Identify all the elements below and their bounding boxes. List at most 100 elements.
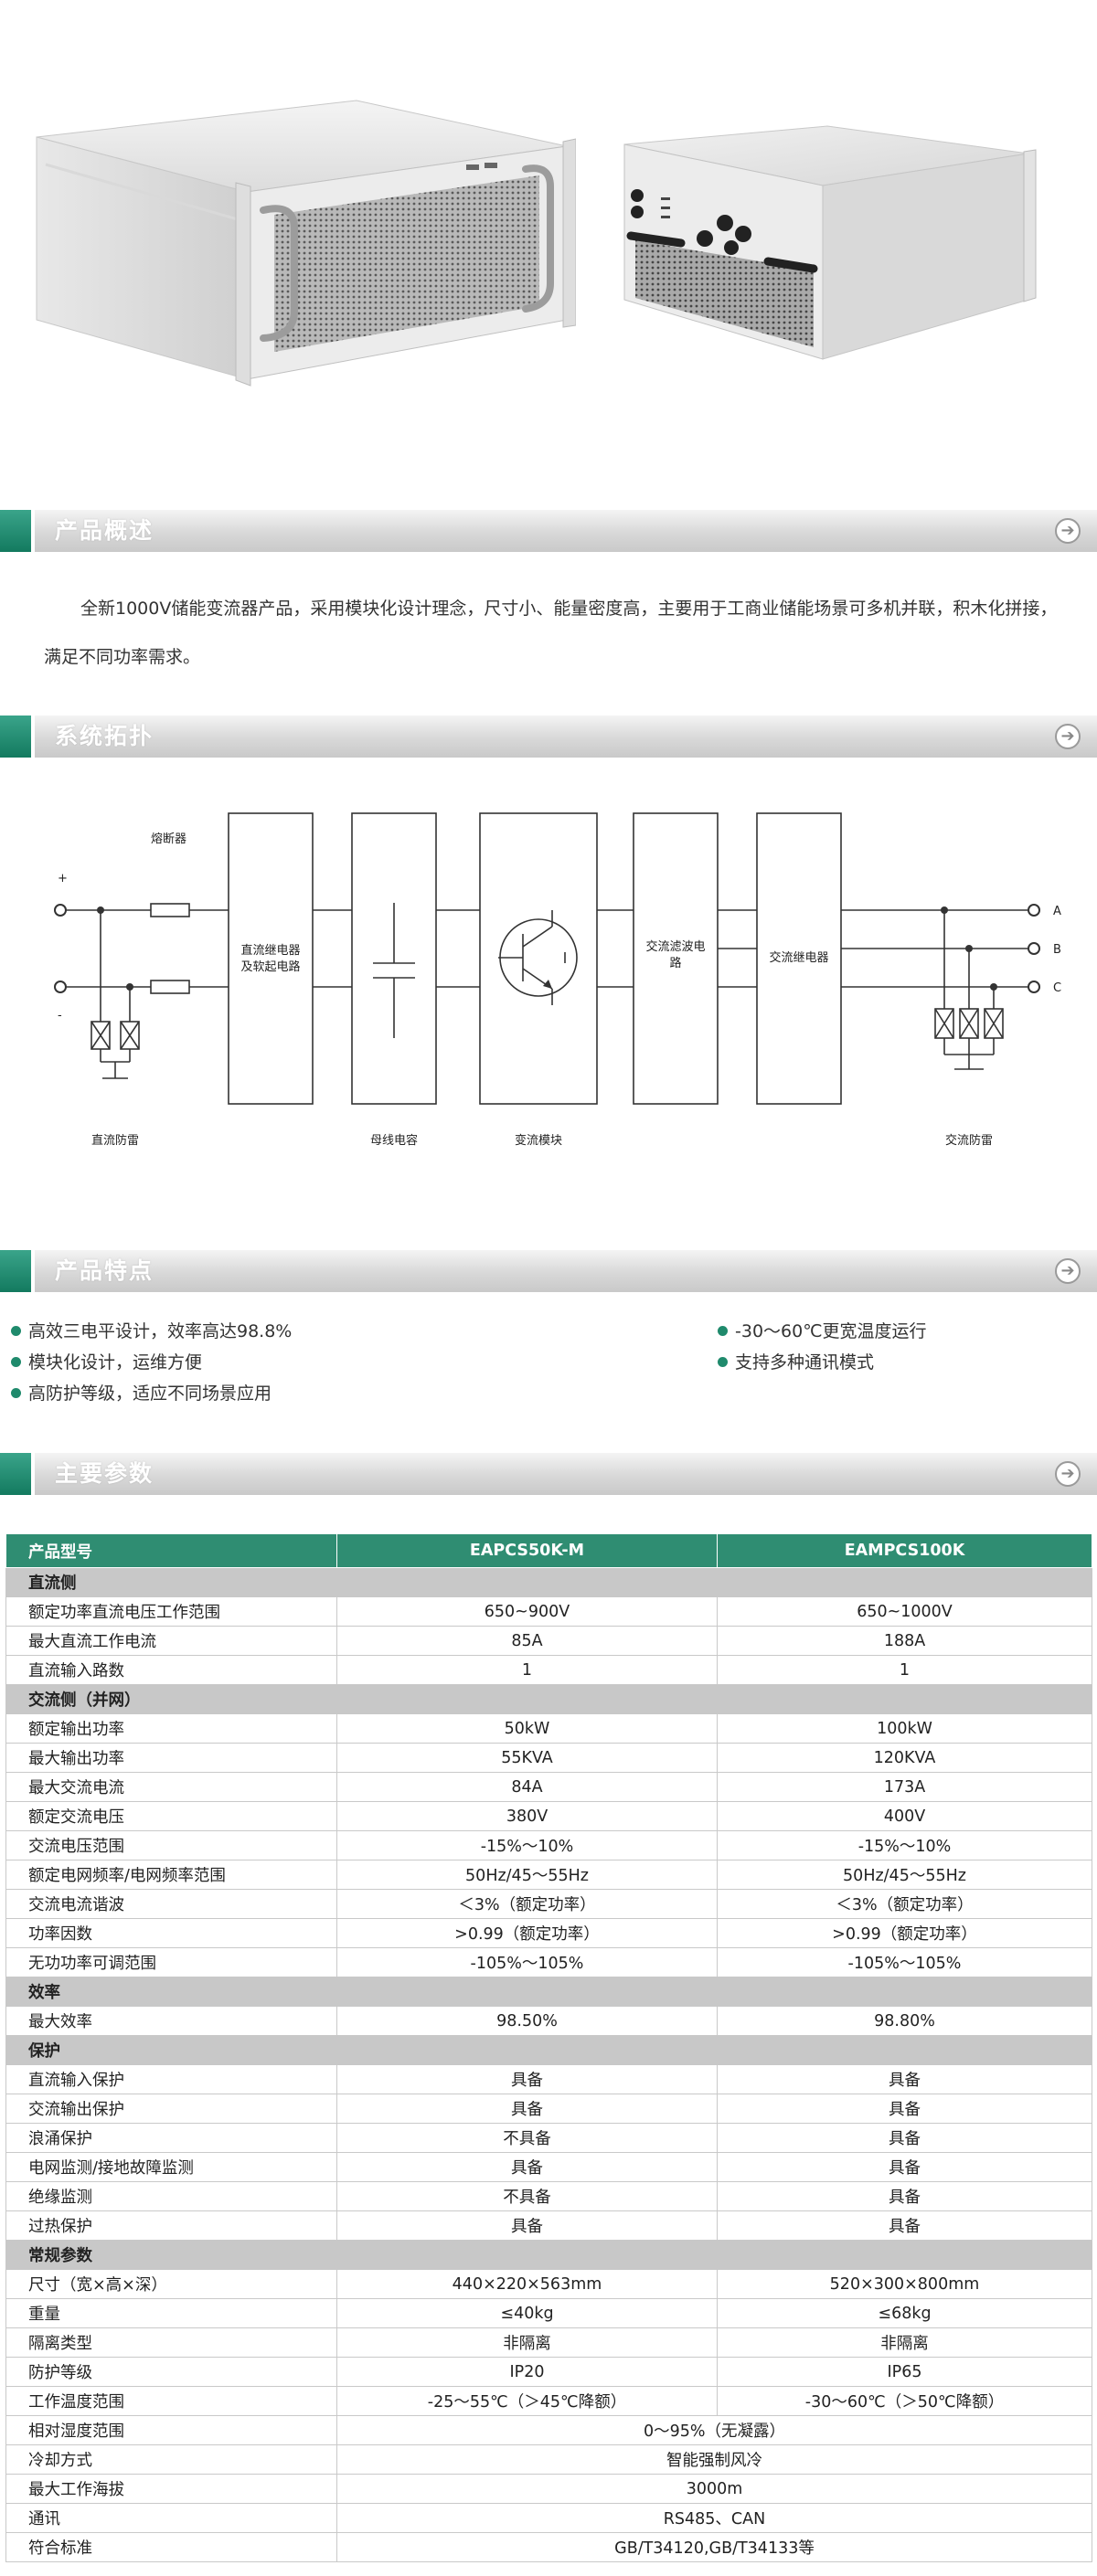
param-name: 最大工作海拔 <box>5 2474 337 2504</box>
arrow-right-icon: ➔ <box>1055 1258 1081 1284</box>
param-value-b: -105%～105% <box>717 1947 1092 1977</box>
param-name: 过热保护 <box>5 2210 337 2241</box>
param-name: 符合标准 <box>5 2532 337 2562</box>
bullet-icon <box>11 1357 21 1367</box>
table-row: 直流输入保护具备具备 <box>5 2064 1092 2094</box>
label-converter: 变流模块 <box>515 1133 562 1148</box>
bullet-icon <box>718 1357 728 1367</box>
param-value-a: 440×220×563mm <box>336 2269 718 2299</box>
table-row: 重量≤40kg≤68kg <box>5 2298 1092 2328</box>
param-name: 通讯 <box>5 2503 337 2533</box>
table-row: 电网监测/接地故障监测具备具备 <box>5 2152 1092 2182</box>
param-value-b: 非隔离 <box>717 2327 1092 2358</box>
section-accent-tab <box>0 1250 31 1292</box>
section-header-params: 主要参数 ➔ <box>0 1453 1097 1495</box>
feature-text: -30～60℃更宽温度运行 <box>735 1321 927 1341</box>
param-value-b: 188A <box>717 1626 1092 1656</box>
section-title: 产品特点 <box>55 1257 154 1284</box>
group-label: 交流侧（并网） <box>5 1684 1092 1714</box>
table-group-row: 交流侧（并网） <box>5 1684 1092 1714</box>
param-name: 最大交流电流 <box>5 1772 337 1802</box>
section-bar <box>35 1453 1097 1495</box>
param-value-a: >0.99（额定功率） <box>336 1918 718 1948</box>
param-value-b: 650~1000V <box>717 1596 1092 1627</box>
label-dc-relay-2: 及软起电路 <box>240 959 300 974</box>
label-ac-relay: 交流继电器 <box>769 950 828 965</box>
param-value-b: -30～60℃（＞50℃降额） <box>717 2386 1092 2416</box>
table-row: 交流电压范围-15%～10%-15%～10% <box>5 1830 1092 1860</box>
table-row: 绝缘监测不具备具备 <box>5 2181 1092 2211</box>
param-value-b: >0.99（额定功率） <box>717 1918 1092 1948</box>
param-name: 额定功率直流电压工作范围 <box>5 1596 337 1627</box>
section-title: 主要参数 <box>55 1460 154 1487</box>
param-value-a: 50kW <box>336 1713 718 1744</box>
param-value-shared: 智能强制风冷 <box>336 2444 1092 2475</box>
feature-item: 高效三电平设计，效率高达98.8% <box>11 1320 292 1342</box>
param-value-shared: 3000m <box>336 2474 1092 2504</box>
label-fuse: 熔断器 <box>151 832 186 846</box>
param-value-a: 55KVA <box>336 1743 718 1773</box>
group-label: 直流侧 <box>5 1567 1092 1597</box>
system-topology-diagram: + - 熔断器 直流继电器 及软起电路 交流滤波电 路 交流继电器 直流防雷 母… <box>54 812 1061 1148</box>
param-name: 无功功率可调范围 <box>5 1947 337 1977</box>
feature-item: 模块化设计，运维方便 <box>11 1352 202 1373</box>
label-bus-capacitor: 母线电容 <box>370 1133 418 1148</box>
param-value-a: 具备 <box>336 2064 718 2094</box>
header-cell-model: 产品型号 <box>5 1533 337 1568</box>
param-value-b: -15%～10% <box>717 1830 1092 1860</box>
table-header-row: 产品型号 EAPCS50K-M EAMPCS100K <box>5 1533 1092 1568</box>
feature-item: 支持多种通讯模式 <box>718 1352 874 1373</box>
param-value-b: 98.80% <box>717 2006 1092 2036</box>
param-value-b: 具备 <box>717 2181 1092 2211</box>
param-value-a: 具备 <box>336 2152 718 2182</box>
bullet-icon <box>718 1326 728 1336</box>
label-dc-lightning: 直流防雷 <box>91 1133 139 1148</box>
group-label: 效率 <box>5 1977 1092 2007</box>
param-name: 功率因数 <box>5 1918 337 1948</box>
section-bar <box>35 510 1097 552</box>
param-value-a: 具备 <box>336 2210 718 2241</box>
param-value-a: 650~900V <box>336 1596 718 1627</box>
param-name: 防护等级 <box>5 2357 337 2387</box>
param-value-b: 1 <box>717 1655 1092 1685</box>
label-ac-lightning: 交流防雷 <box>945 1133 993 1148</box>
header-cell-model-a: EAPCS50K-M <box>336 1533 718 1568</box>
table-row: 工作温度范围-25～55℃（＞45℃降额）-30～60℃（＞50℃降额） <box>5 2386 1092 2416</box>
section-accent-tab <box>0 510 31 552</box>
product-photos <box>0 0 1097 475</box>
param-value-b: 120KVA <box>717 1743 1092 1773</box>
param-name: 冷却方式 <box>5 2444 337 2475</box>
param-value-a: 85A <box>336 1626 718 1656</box>
feature-text: 高防护等级，适应不同场景应用 <box>28 1383 272 1404</box>
table-row: 交流电流谐波＜3%（额定功率）＜3%（额定功率） <box>5 1889 1092 1919</box>
param-value-b: 100kW <box>717 1713 1092 1744</box>
section-header-overview: 产品概述 ➔ <box>0 510 1097 552</box>
param-name: 交流电流谐波 <box>5 1889 337 1919</box>
table-row: 交流输出保护具备具备 <box>5 2094 1092 2124</box>
param-value-b: 具备 <box>717 2210 1092 2241</box>
param-value-a: ≤40kg <box>336 2298 718 2328</box>
param-name: 直流输入路数 <box>5 1655 337 1685</box>
table-group-row: 保护 <box>5 2035 1092 2065</box>
table-row: 浪涌保护不具备具备 <box>5 2123 1092 2153</box>
param-name: 电网监测/接地故障监测 <box>5 2152 337 2182</box>
arrow-right-icon: ➔ <box>1055 724 1081 749</box>
label-dc-relay-1: 直流继电器 <box>240 944 300 958</box>
param-name: 最大直流工作电流 <box>5 1626 337 1656</box>
param-value-a: 不具备 <box>336 2123 718 2153</box>
param-value-b: 具备 <box>717 2152 1092 2182</box>
param-value-a: 98.50% <box>336 2006 718 2036</box>
param-value-a: 具备 <box>336 2094 718 2124</box>
params-table: 产品型号 EAPCS50K-M EAMPCS100K 直流侧额定功率直流电压工作… <box>5 1533 1092 2562</box>
section-title: 系统拓扑 <box>55 723 154 749</box>
section-bar <box>35 1250 1097 1292</box>
param-name: 尺寸（宽×高×深） <box>5 2269 337 2299</box>
